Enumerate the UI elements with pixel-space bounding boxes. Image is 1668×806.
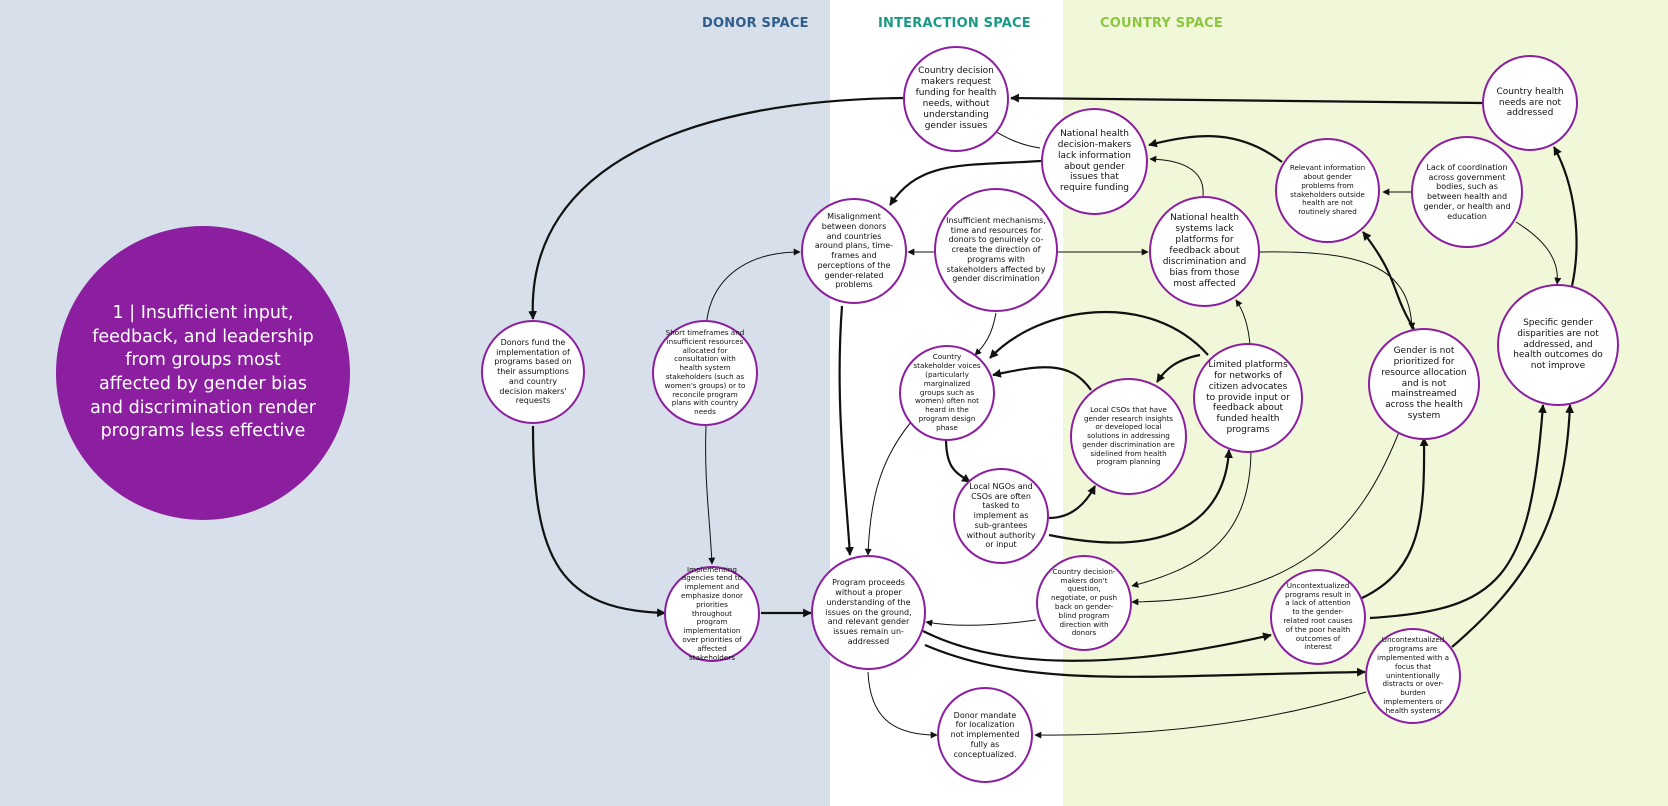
node-program-proceeds: Program proceeds without a proper unders…: [811, 555, 926, 670]
node-local-csos-sidelined: Local CSOs that have gender research ins…: [1070, 378, 1187, 495]
link-national-lack-to-misalignment: [889, 159, 1042, 206]
node-country-dm-no-pushback: Country decision-makers don't question, …: [1036, 555, 1132, 651]
link-health-needs-to-funding-request: [1010, 93, 1483, 105]
node-country-stakeholder-voices: Country stakeholder voices (particularly…: [899, 345, 995, 441]
link-short-timeframes-to-implementing: [705, 425, 716, 565]
link-limited-to-national-systems: [1235, 299, 1251, 345]
link-uncontext-impl-to-donor-mandate: [1034, 691, 1367, 739]
link-stakeholder-voices-to-ngos: [944, 437, 971, 483]
link-limited-to-local-csos: [1156, 353, 1201, 383]
node-specific-gender-disparities: Specific gender disparities are not addr…: [1497, 284, 1619, 406]
link-uncontext-result-to-gender: [1361, 437, 1429, 599]
link-national-systems-to-national-lack: [1149, 155, 1204, 197]
link-relevant-info-to-national-lack: [1148, 135, 1283, 163]
node-donor-mandate-localization: Donor mandate for localization not imple…: [937, 687, 1033, 783]
node-donors-fund-implementation: Donors fund the implementation of progra…: [481, 320, 585, 424]
link-local-csos-to-stakeholder-voices: [992, 366, 1092, 391]
link-gender-to-relevant-info: [1362, 231, 1415, 330]
node-gender-not-prioritized: Gender is not prioritized for resource a…: [1368, 328, 1480, 440]
link-uncontext-result-to-specific: [1369, 404, 1547, 620]
node-lack-coordination: Lack of coordination across government b…: [1411, 136, 1523, 248]
node-uncontextualized-result: Uncontextualized programs result in a la…: [1270, 569, 1366, 665]
link-national-systems-to-gender: [1259, 251, 1416, 330]
link-limited-to-stakeholder-voices: [989, 310, 1209, 359]
link-gender-to-country-dm: [1131, 431, 1400, 606]
node-relevant-info-not-shared: Relevant information about gender proble…: [1275, 138, 1380, 243]
link-lack-coordination-to-specific: [1515, 221, 1562, 285]
node-insufficient-mechanisms: Insufficient mechanisms, time and resour…: [934, 188, 1058, 312]
link-stakeholder-voices-to-program: [864, 421, 912, 556]
link-funding-request-to-donors-fund: [528, 96, 904, 320]
node-national-dm-lack-info: National health decision-makers lack inf…: [1041, 108, 1148, 215]
link-specific-to-health-needs: [1553, 146, 1578, 287]
link-program-to-uncontext-impl: [924, 643, 1366, 678]
link-country-dm-to-program: [925, 619, 1037, 627]
node-country-dm-request-funding: Country decision makers request funding …: [903, 46, 1009, 152]
node-implementing-agencies: Implementing agencies tend to implement …: [664, 565, 760, 662]
link-uncontext-impl-to-specific: [1451, 404, 1575, 648]
node-country-health-needs: Country health needs are not addressed: [1482, 55, 1578, 151]
node-short-timeframes: Short timeframes and insufficient resour…: [652, 320, 758, 426]
node-uncontextualized-implemented: Uncontextualized programs are implemente…: [1365, 628, 1461, 724]
donor-space-label: DONOR SPACE: [702, 16, 809, 31]
node-misalignment: Misalignment between donors and countrie…: [801, 198, 907, 304]
interaction-space-label: INTERACTION SPACE: [878, 16, 1031, 31]
node-local-ngos-subgrantees: Local NGOs and CSOs are often tasked to …: [953, 468, 1049, 564]
link-insufficient-mech-to-stakeholder-voices: [974, 312, 997, 356]
link-donors-fund-to-implementing: [531, 425, 666, 618]
link-program-to-donor-mandate: [867, 671, 938, 739]
link-limited-to-country-dm: [1131, 450, 1252, 588]
diagram-title: 1 | Insufficient input, feedback, and le…: [90, 303, 316, 442]
country-space-label: COUNTRY SPACE: [1100, 16, 1223, 31]
node-limited-platforms: Limited platforms for networks of citize…: [1193, 343, 1303, 453]
link-ngos-to-local-csos: [1048, 485, 1096, 520]
link-ngos-to-limited-platforms: [1048, 449, 1233, 544]
link-short-timeframes-to-misalignment: [705, 248, 801, 336]
link-program-to-uncontext-result: [922, 630, 1272, 662]
link-misalignment-to-program-proceeds: [838, 305, 854, 556]
node-national-systems-lack-platforms: National health systems lack platforms f…: [1149, 196, 1260, 307]
diagram-title-circle: 1 | Insufficient input, feedback, and le…: [56, 226, 350, 520]
